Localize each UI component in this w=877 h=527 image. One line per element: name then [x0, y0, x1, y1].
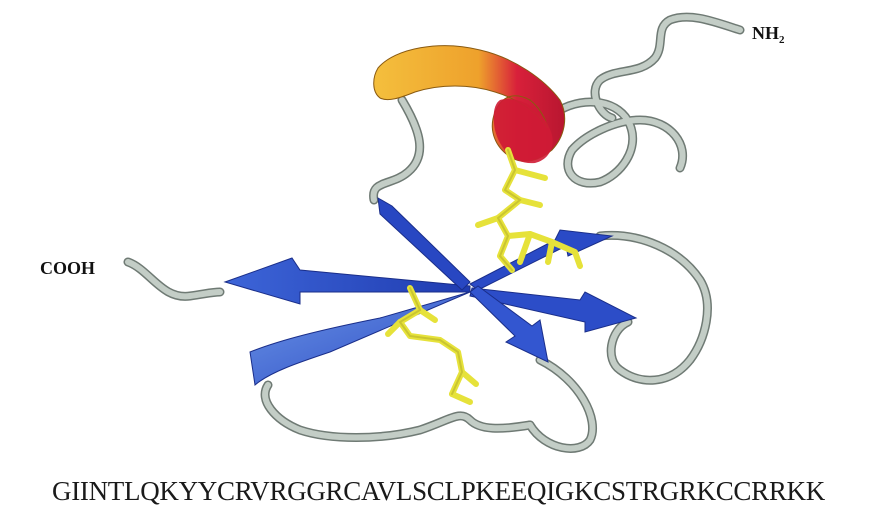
- c-terminus-label: COOH: [40, 258, 95, 278]
- n-terminus-label: NH2: [752, 23, 785, 46]
- amino-acid-sequence: GIINTLQKYYCRVRGGRCAVLSCLPKEEQIGKCSTRGRKC…: [0, 476, 877, 507]
- beta-strands: [225, 198, 636, 385]
- beta-strand-upper-left: [378, 198, 470, 290]
- beta-strand-left: [225, 258, 470, 304]
